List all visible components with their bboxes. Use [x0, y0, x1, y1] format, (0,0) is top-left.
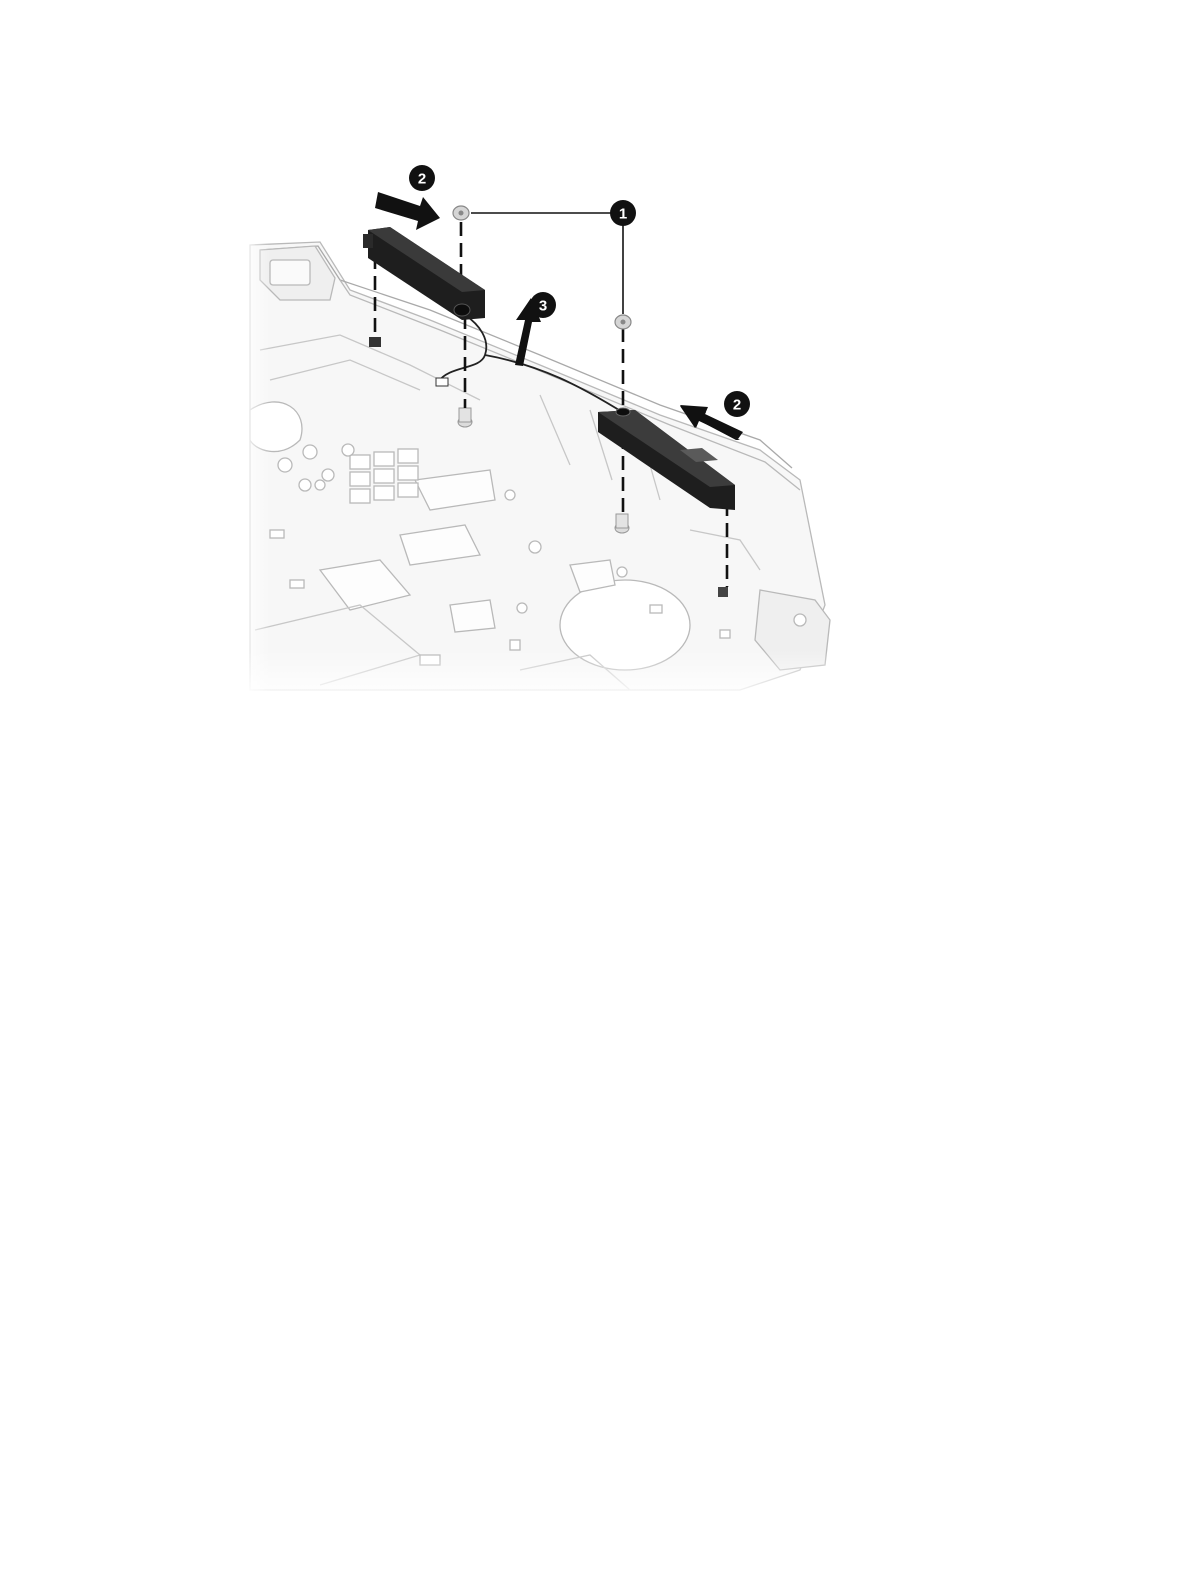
- callout-badge-3: 3: [530, 292, 556, 318]
- callout-badge-2-right: 2: [724, 391, 750, 417]
- screw-left: [453, 206, 469, 220]
- callout-label-2-right: 2: [733, 397, 741, 414]
- screw-right: [615, 315, 631, 329]
- cable-connector: [436, 378, 448, 386]
- callout-badge-1: 1: [610, 200, 636, 226]
- callout-badge-2-left: 2: [409, 165, 435, 191]
- callout-label-1: 1: [619, 206, 627, 223]
- right-speaker-clip: [718, 587, 728, 597]
- callout-label-3: 3: [539, 298, 547, 315]
- left-speaker-boss: [458, 408, 472, 427]
- speaker-removal-illustration: 1 2 2 3: [240, 150, 840, 700]
- left-speaker-clip: [369, 337, 381, 347]
- arrow-left-speaker-slide: [375, 192, 440, 230]
- callout-label-2-left: 2: [418, 171, 426, 188]
- right-speaker-boss: [615, 514, 629, 533]
